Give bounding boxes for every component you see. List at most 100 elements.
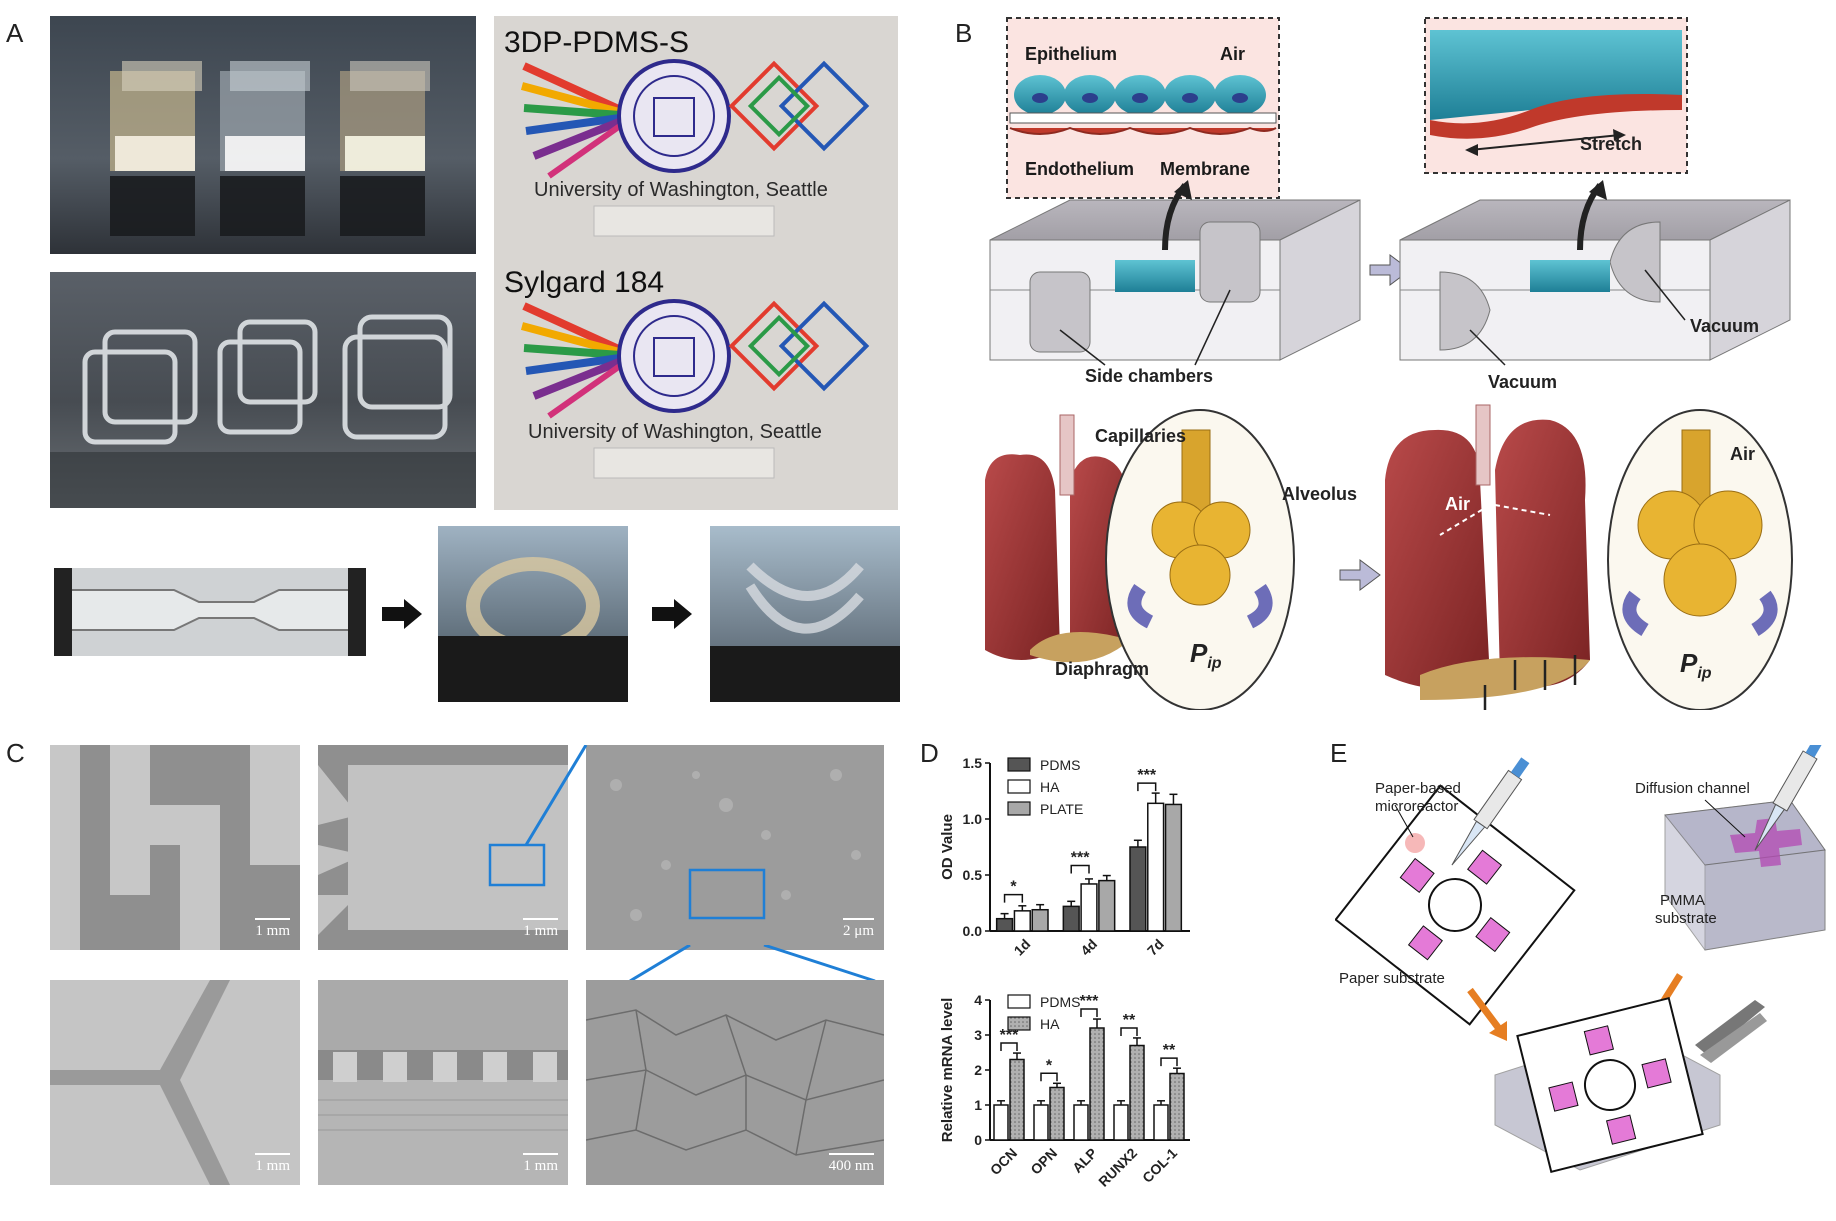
scale-bar: 1 mm <box>523 1153 558 1175</box>
bar <box>1073 1104 1089 1141</box>
paper-pmma-device-diagram: Paper-based microreactor Paper substrate… <box>1335 745 1826 1174</box>
label-air-lung: Air <box>1445 494 1470 514</box>
panel-label-e: E <box>1330 738 1348 768</box>
y-tick-label: 1.5 <box>963 755 983 771</box>
legend-label: PDMS <box>1040 994 1080 1010</box>
tweezers-icon <box>1695 1000 1765 1055</box>
lung-on-chip-diagram: Epithelium Air Endothelium Membrane Side… <box>985 17 1793 710</box>
legend-swatch <box>1007 757 1031 772</box>
bar <box>1113 1104 1129 1141</box>
bar <box>1009 1058 1025 1141</box>
bar <box>993 1104 1009 1141</box>
label-3dp-pdms-s: 3DP-PDMS-S <box>504 26 689 59</box>
twisted-specimen-photo <box>438 526 628 702</box>
label-sylgard-184: Sylgard 184 <box>504 266 664 299</box>
uw-seal-1 <box>617 59 731 173</box>
hollow-cubes-photo <box>50 272 476 508</box>
y-tick-label: 4 <box>974 992 982 1008</box>
panel-label-b: B <box>955 18 973 48</box>
label-side-chambers: Side chambers <box>1085 366 1213 386</box>
y-axis-label: OD Value <box>939 814 956 880</box>
bar <box>1031 908 1049 932</box>
x-tick-label: COL-1 <box>1139 1145 1180 1186</box>
label-air: Air <box>1220 44 1245 64</box>
y-tick-label: 1.0 <box>963 811 983 827</box>
label-diaphragm: Diaphragm <box>1055 659 1149 679</box>
bar <box>995 917 1014 932</box>
legend-label: PLATE <box>1040 801 1083 817</box>
scale-bar: 1 mm <box>255 1153 290 1175</box>
scale-bar: 2 μm <box>843 918 874 940</box>
label-paper-microreactor-1: Paper-based <box>1375 780 1461 797</box>
bar <box>1033 1104 1049 1141</box>
significance-bracket <box>1160 1057 1178 1067</box>
y-tick-label: 0 <box>974 1132 982 1148</box>
significance-label: ** <box>1123 1012 1136 1029</box>
bar <box>1164 803 1183 932</box>
panel-label-c: C <box>6 738 25 768</box>
label-stretch: Stretch <box>1580 134 1642 154</box>
significance-label: * <box>1046 1057 1053 1074</box>
bar <box>1147 802 1165 932</box>
bar <box>1153 1104 1169 1141</box>
significance-label: * <box>1010 879 1017 896</box>
right-arrow-icon <box>382 599 422 629</box>
legend-label: HA <box>1040 1016 1060 1032</box>
sem-image-surface-texture: 2 μm <box>586 745 884 950</box>
knotted-specimen-photo <box>710 526 900 702</box>
label-vacuum-left: Vacuum <box>1488 372 1557 392</box>
scale-bar: 1 mm <box>523 918 558 940</box>
label-diffusion-channel: Diffusion channel <box>1635 780 1750 797</box>
significance-bracket <box>1137 782 1157 792</box>
bar <box>1013 910 1031 932</box>
x-tick-label: OPN <box>1027 1145 1060 1178</box>
legend-swatch <box>1007 994 1031 1009</box>
label-capillaries: Capillaries <box>1095 426 1186 446</box>
bar <box>1080 883 1098 932</box>
y-tick-label: 0.5 <box>963 867 983 883</box>
x-tick-label: OCN <box>987 1145 1020 1178</box>
label-pmma-1: PMMA <box>1660 892 1705 909</box>
x-tick-label: 7d <box>1144 936 1167 959</box>
x-tick-label: 1d <box>1011 936 1034 959</box>
significance-bracket <box>1120 1027 1138 1036</box>
label-pip: Pip <box>1190 638 1222 672</box>
label-pmma-2: substrate <box>1655 910 1717 927</box>
uw-seal-2 <box>617 299 731 413</box>
rays-logo-1 <box>520 62 636 179</box>
bar <box>1049 1086 1065 1141</box>
panel-d-charts: 0.00.51.01.5OD Value*1d***4d***7dPDMSHAP… <box>939 755 1190 1190</box>
right-arrow-icon <box>652 599 692 629</box>
bar <box>1129 1044 1145 1141</box>
scale-bar: 1 mm <box>255 918 290 940</box>
dogbone-specimen-photo <box>54 568 366 656</box>
significance-label: *** <box>1080 993 1099 1010</box>
sem-image-pillar-array: 1 mm <box>318 980 568 1185</box>
zoom-connector-lines-top <box>524 745 588 846</box>
label-pip-2: Pip <box>1680 648 1712 682</box>
significance-bracket <box>1000 1042 1018 1052</box>
printed-logo-comparison-photo: 3DP-PDMS-S University of Washington, Sea… <box>494 16 898 510</box>
y-tick-label: 3 <box>974 1027 982 1043</box>
significance-bracket <box>1080 1008 1098 1018</box>
legend-swatch <box>1007 801 1031 816</box>
bar <box>1089 1027 1105 1141</box>
bar <box>1169 1072 1185 1141</box>
od-value-chart: 0.00.51.01.5OD Value*1d***4d***7dPDMSHAP… <box>939 755 1190 959</box>
uw-caption-1: University of Washington, Seattle <box>534 179 828 201</box>
left-lung-deflated <box>985 454 1060 660</box>
y-tick-label: 0.0 <box>963 923 983 939</box>
label-alveolus: Alveolus <box>1282 484 1357 504</box>
left-lung-inflated <box>1385 429 1490 689</box>
label-vacuum-right: Vacuum <box>1690 316 1759 336</box>
significance-label: ** <box>1163 1042 1176 1059</box>
x-tick-label: 4d <box>1077 936 1100 959</box>
legend-swatch <box>1007 779 1031 794</box>
significance-bracket <box>1040 1072 1058 1082</box>
label-paper-substrate: Paper substrate <box>1339 970 1445 987</box>
significance-label: *** <box>1000 1027 1019 1044</box>
panel-label-d: D <box>920 738 939 768</box>
legend-swatch <box>1007 1016 1031 1031</box>
zoom-connector-lines <box>629 945 876 983</box>
panel-label-a: A <box>6 18 24 48</box>
